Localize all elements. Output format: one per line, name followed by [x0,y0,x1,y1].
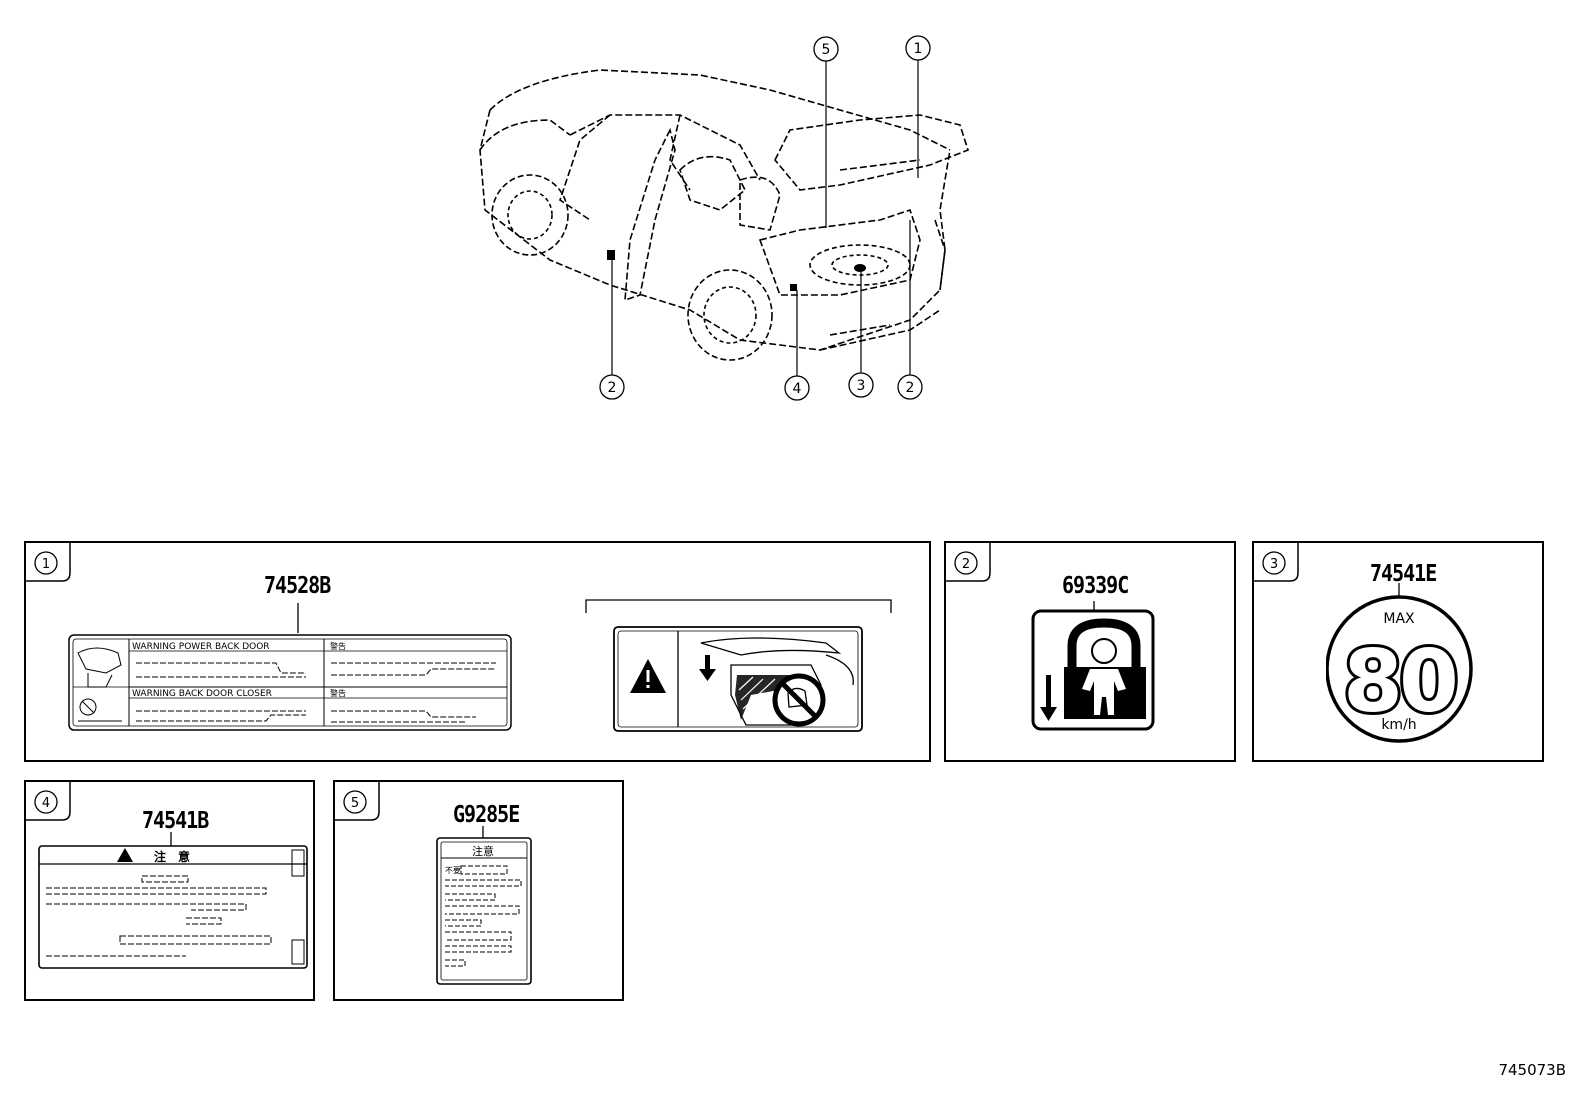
callout-1: 1 [905,35,931,61]
panel-4: 4 74541B 注 意 [24,780,315,1001]
panel-1-tab: 1 [26,543,71,582]
child-lock-label [1031,601,1155,731]
svg-text:1: 1 [914,41,923,57]
svg-text:注 意: 注 意 [154,849,190,864]
panel-3-part-number: 74541E [1370,559,1437,587]
callout-2-right: 2 [897,374,923,400]
svg-text:2: 2 [608,380,617,396]
caution-label-G9285E: 注意 不要 [436,826,532,985]
caution-label-74541B: 注 意 [38,832,308,969]
svg-text:2: 2 [962,557,970,572]
label-power-back-door-pictogram [585,599,892,732]
svg-text:3: 3 [857,378,866,394]
panel-1: 1 74528B WARNING POWER BACK DOOR WARNING… [24,541,931,762]
svg-text:5: 5 [351,796,359,811]
svg-text:5: 5 [822,42,831,58]
callout-5: 5 [813,36,839,62]
diagram-id: 745073B [1498,1061,1566,1079]
vehicle-illustration: 5 1 2 4 3 2 [479,35,969,401]
panel-2-tab: 2 [946,543,991,582]
svg-text:WARNING POWER BACK DOOR: WARNING POWER BACK DOOR [132,642,270,652]
speed-limit-label: MAX 80 km/h [1326,583,1473,743]
svg-text:WARNING BACK DOOR CLOSER: WARNING BACK DOOR CLOSER [132,689,272,699]
svg-text:4: 4 [42,796,50,811]
svg-text:80: 80 [1343,632,1455,732]
svg-text:3: 3 [1270,557,1278,572]
callout-4: 4 [784,375,810,401]
callout-3: 3 [848,372,874,398]
svg-text:不要: 不要 [445,866,461,875]
panel-1-part-number: 74528B [264,571,331,599]
svg-text:2: 2 [906,380,915,396]
svg-text:MAX: MAX [1383,611,1415,627]
panel-3: 3 74541E MAX 80 km/h [1252,541,1544,762]
panel-5-tab: 5 [335,782,380,821]
panel-4-tab: 4 [26,782,71,821]
svg-text:注意: 注意 [472,844,494,858]
panel-5-part-number: G9285E [453,800,520,828]
callout-2-left: 2 [599,374,625,400]
panel-4-part-number: 74541B [142,806,209,834]
panel-2-part-number: 69339C [1062,571,1129,599]
panel-3-tab: 3 [1254,543,1299,582]
svg-text:1: 1 [42,557,50,572]
svg-text:4: 4 [793,381,802,397]
svg-text:警告: 警告 [330,688,346,698]
panel-5: 5 G9285E 注意 不要 [333,780,624,1001]
panel-2: 2 69339C [944,541,1236,762]
label-74528B: WARNING POWER BACK DOOR WARNING BACK DOO… [68,603,512,731]
svg-text:km/h: km/h [1381,717,1416,733]
svg-text:警告: 警告 [330,641,346,651]
